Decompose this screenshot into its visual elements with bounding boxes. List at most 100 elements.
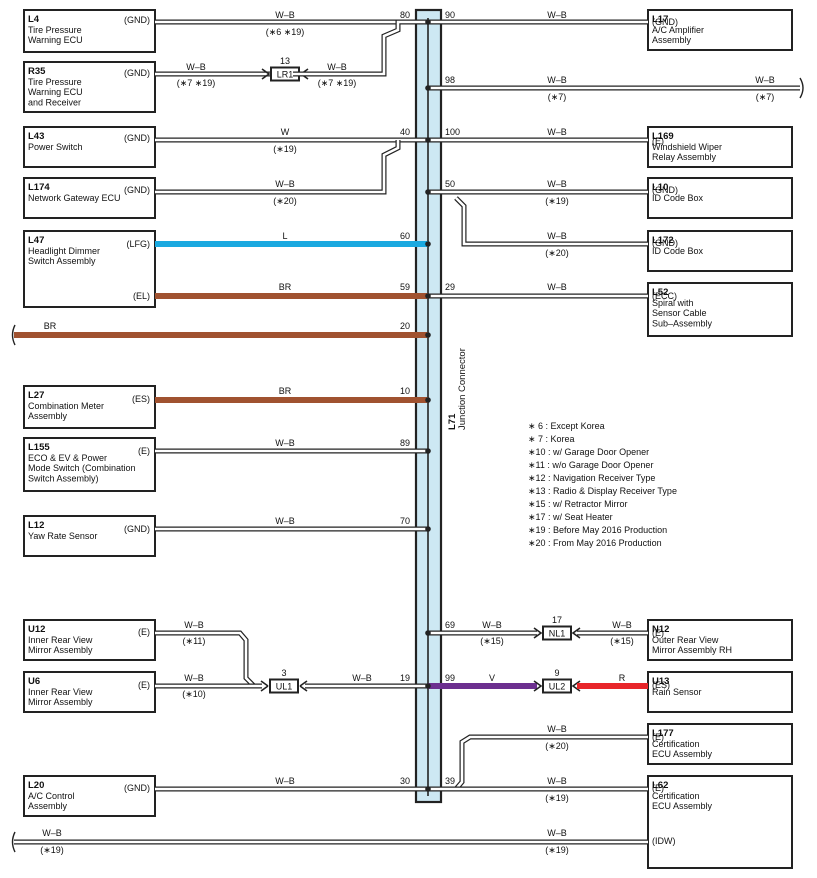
component-name-line: Spiral with: [652, 298, 694, 308]
component-name-line: Outer Rear View: [652, 635, 719, 645]
pin-label: (E): [652, 136, 664, 146]
component-name-line: A/C Control: [28, 791, 75, 801]
pin-label: (E): [652, 732, 664, 742]
component-name-line: Certification: [652, 739, 700, 749]
wire-color-label: W–B: [275, 516, 295, 526]
wire-note: (∗19): [545, 196, 569, 206]
wire-color-label: W–B: [275, 776, 295, 786]
wire-core: [155, 631, 255, 687]
wire-l172: [454, 196, 648, 247]
pin-number: 19: [400, 673, 410, 683]
wire-note: (∗19): [545, 845, 569, 855]
wire-core: [155, 140, 400, 194]
pin-number: 10: [400, 386, 410, 396]
connector-box: [542, 625, 572, 641]
option-legend: ∗ 6 : Except Korea∗ 7 : Korea∗10 : w/ Ga…: [528, 421, 677, 548]
component-box: [23, 385, 156, 429]
splice-dot: [425, 189, 431, 195]
wire-color-label: W–B: [547, 282, 567, 292]
connector-pin: 3: [281, 668, 286, 678]
component-box: [647, 775, 793, 869]
pin-label: (GND): [124, 185, 150, 195]
pin-number: 98: [445, 75, 455, 85]
component-box: [23, 61, 156, 113]
pin-label: (ES): [132, 394, 150, 404]
component-name-line: Mirror Assembly RH: [652, 645, 732, 655]
wire-note: (∗7): [548, 92, 567, 102]
wire-color-label: W–B: [547, 828, 567, 838]
connector-box: [269, 678, 299, 694]
legend-entry: ∗12 : Navigation Receiver Type: [528, 473, 655, 483]
wire-color-label: BR: [279, 282, 292, 292]
wire-color-label: L: [282, 231, 287, 241]
component-code: U13: [652, 676, 669, 687]
pin-label: (GND): [652, 238, 678, 248]
component-name-line: Switch Assembly): [28, 473, 99, 483]
wire-note: (∗20): [273, 196, 297, 206]
wire-color-label: W–B: [184, 673, 204, 683]
component-box: [23, 619, 156, 661]
pin-number: 89: [400, 438, 410, 448]
pin-number: 60: [400, 231, 410, 241]
pin-label: (E): [652, 783, 664, 793]
wire-note: (∗15): [480, 636, 504, 646]
legend-entry: ∗11 : w/o Garage Door Opener: [528, 460, 653, 470]
legend-entry: ∗13 : Radio & Display Receiver Type: [528, 486, 677, 496]
pin-number: 39: [445, 776, 455, 786]
connector-arrow: [533, 680, 543, 692]
component-name-line: Warning ECU: [28, 35, 83, 45]
component-box: [23, 9, 156, 53]
splice-dot: [425, 630, 431, 636]
wire-r35-b: [293, 19, 428, 77]
splice-dot: [425, 332, 431, 338]
component-name-line: Tire Pressure: [28, 77, 82, 87]
wire-color-label: W–B: [327, 62, 347, 72]
component-code: L169: [652, 131, 674, 142]
pin-number: 30: [400, 776, 410, 786]
component-name-line: Mode Switch (Combination: [28, 463, 136, 473]
pin-label: (GND): [124, 133, 150, 143]
wire-l174: [155, 140, 401, 195]
wire-note: (∗20): [545, 741, 569, 751]
legend-entry: ∗ 7 : Korea: [528, 434, 575, 444]
pin-label: (GND): [124, 15, 150, 25]
wire-color-label: W–B: [275, 438, 295, 448]
wire-core: [455, 197, 648, 246]
pin-label: (E): [652, 628, 664, 638]
component-name-line: Tire Pressure: [28, 25, 82, 35]
component-box: [23, 230, 156, 308]
pin-number: 70: [400, 516, 410, 526]
component-box: [647, 671, 793, 713]
splice-dot: [425, 397, 431, 403]
splice-dot: [425, 293, 431, 299]
wire-color-label: W–B: [612, 620, 632, 630]
component-code: L27: [28, 390, 44, 401]
component-name-line: ECO & EV & Power: [28, 453, 107, 463]
connector-box: [542, 678, 572, 694]
pin-label: (EL): [133, 291, 150, 301]
component-code: L52: [652, 287, 668, 298]
pin-number: 29: [445, 282, 455, 292]
legend-entry: ∗20 : From May 2016 Production: [528, 538, 662, 548]
component-name-line: and Receiver: [28, 97, 81, 107]
wire-color-label: W–B: [275, 179, 295, 189]
connector-arrow: [260, 680, 269, 692]
component-name-line: Certification: [652, 791, 700, 801]
wire-color-label: W–B: [547, 75, 567, 85]
component-name-line: Relay Assembly: [652, 152, 717, 162]
splice-dot: [425, 19, 431, 25]
connector-label: UL2: [549, 682, 566, 692]
component-code: L174: [28, 182, 50, 193]
